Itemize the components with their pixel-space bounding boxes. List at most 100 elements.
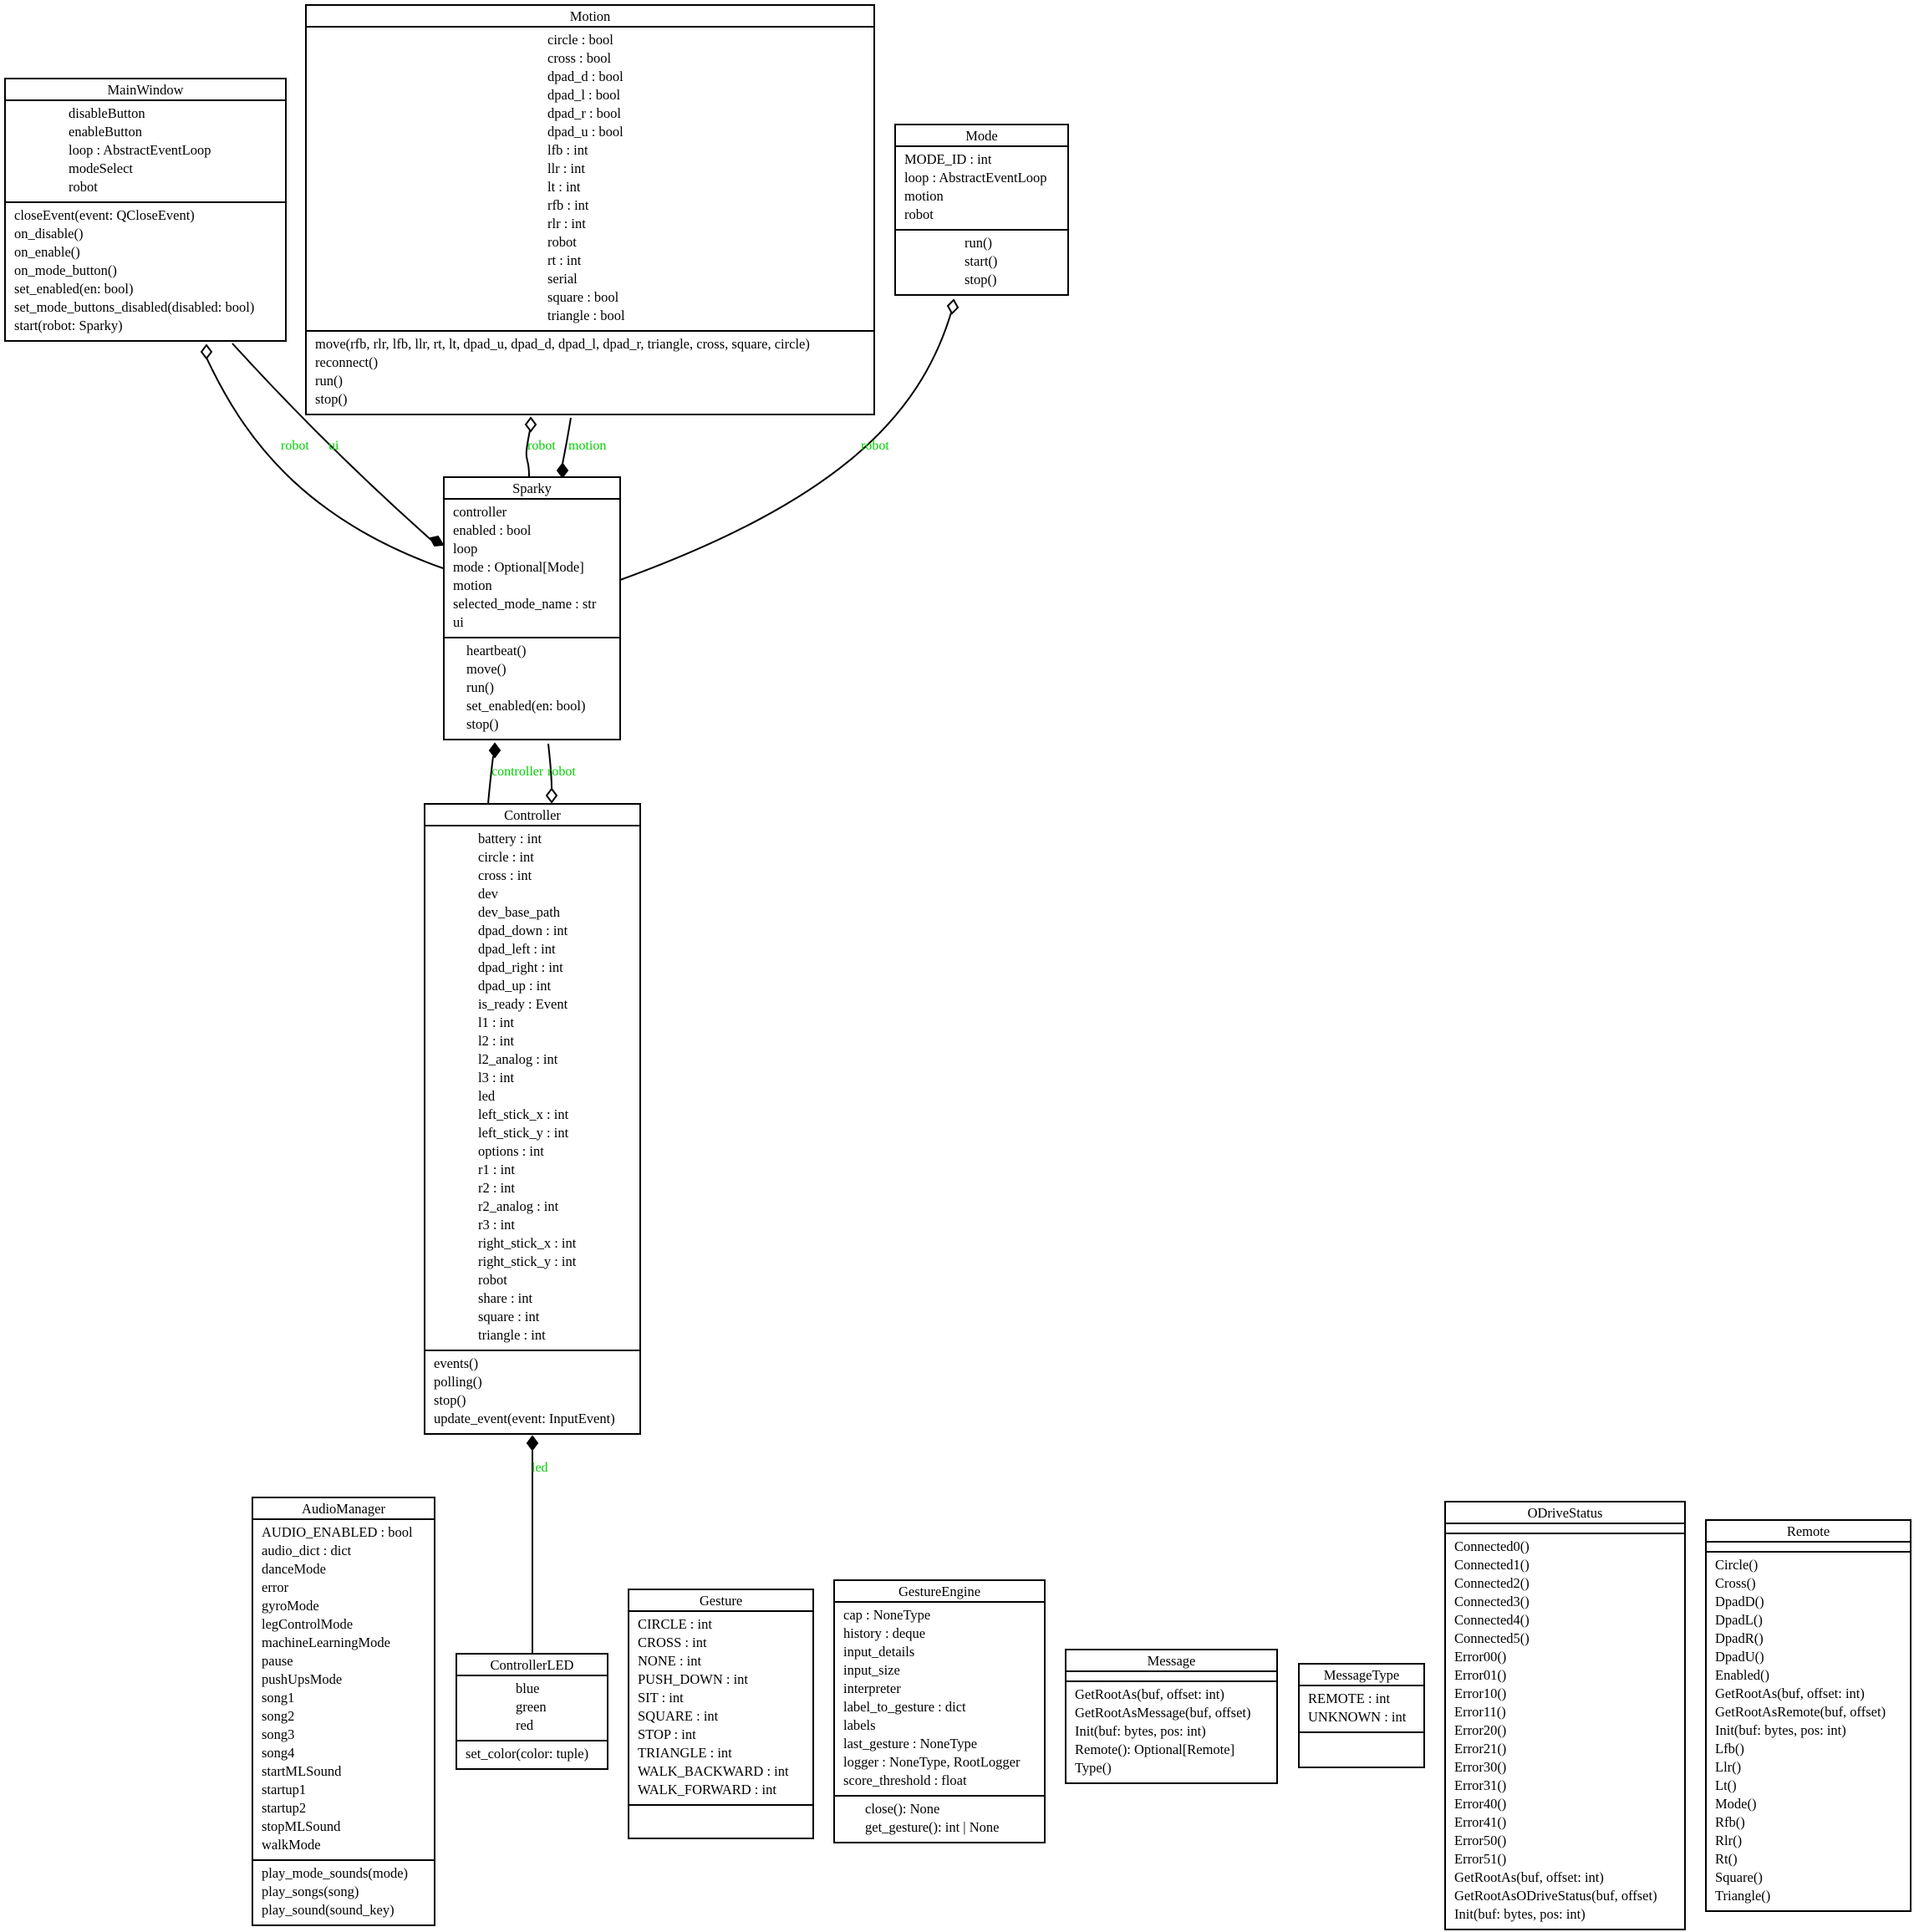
- attribute: l2 : int: [478, 1033, 515, 1049]
- attribute: dpad_left : int: [478, 941, 556, 957]
- attribute: r3 : int: [478, 1217, 515, 1233]
- attribute: dpad_up : int: [478, 978, 552, 994]
- attribute: is_ready : Event: [478, 996, 568, 1012]
- attribute: WALK_FORWARD : int: [638, 1782, 776, 1797]
- edge-controller-robot: [547, 743, 552, 790]
- attribute: circle : int: [478, 849, 534, 865]
- method: closeEvent(event: QCloseEvent): [14, 207, 195, 223]
- method: Circle(): [1715, 1557, 1759, 1573]
- method: run(): [965, 235, 992, 251]
- method: Enabled(): [1715, 1667, 1770, 1683]
- class-name: Sparky: [445, 478, 619, 500]
- method: Connected0(): [1454, 1538, 1530, 1554]
- attribute: right_stick_y : int: [478, 1253, 577, 1269]
- method: update_event(event: InputEvent): [434, 1411, 615, 1426]
- attribute: triangle : bool: [547, 308, 625, 323]
- method: Llr(): [1715, 1759, 1742, 1775]
- edge-sparky-controller: [487, 755, 494, 805]
- method: DpadU(): [1715, 1649, 1764, 1665]
- method: GetRootAs(buf, offset: int): [1715, 1685, 1865, 1701]
- aggregation-diamond: [545, 787, 558, 804]
- attribute: ui: [453, 614, 464, 630]
- attribute: AUDIO_ENABLED : bool: [262, 1524, 413, 1540]
- attribute: input_size: [843, 1662, 900, 1678]
- method-compartment: closeEvent(event: QCloseEvent)on_disable…: [6, 203, 285, 340]
- attribute: left_stick_y : int: [478, 1125, 569, 1141]
- attribute: dpad_d : bool: [547, 69, 624, 84]
- method: Error01(): [1454, 1667, 1507, 1683]
- attribute: enabled : bool: [453, 522, 532, 538]
- attribute: controller: [453, 504, 507, 520]
- attribute: robot: [904, 206, 934, 222]
- attribute: dpad_r : bool: [547, 105, 621, 121]
- attribute: square : int: [478, 1309, 540, 1324]
- method: Error31(): [1454, 1777, 1507, 1793]
- attribute: TRIANGLE : int: [638, 1745, 732, 1761]
- method-compartment: play_mode_sounds(mode)play_songs(song)pl…: [253, 1861, 434, 1924]
- method: set_color(color: tuple): [466, 1746, 589, 1762]
- method: stop(): [315, 391, 348, 407]
- method: Lfb(): [1715, 1741, 1744, 1757]
- edge-label-motion: motion: [568, 439, 607, 453]
- method: GetRootAsODriveStatus(buf, offset): [1454, 1888, 1657, 1904]
- composition-diamond: [556, 462, 569, 479]
- method-compartment: Circle()Cross()DpadD()DpadL()DpadR()Dpad…: [1707, 1553, 1910, 1910]
- attribute: robot: [69, 179, 98, 195]
- attribute: l2_analog : int: [478, 1051, 558, 1067]
- method: set_enabled(en: bool): [466, 698, 586, 714]
- attribute: SIT : int: [638, 1690, 684, 1706]
- method: run(): [466, 679, 494, 695]
- method: Remote(): Optional[Remote]: [1075, 1741, 1235, 1757]
- method: heartbeat(): [466, 643, 527, 658]
- attribute: MODE_ID : int: [904, 151, 992, 167]
- class-name: Remote: [1707, 1521, 1910, 1543]
- method: Type(): [1075, 1760, 1112, 1776]
- attribute: pause: [262, 1653, 293, 1669]
- attribute: share : int: [478, 1290, 533, 1306]
- method: Connected3(): [1454, 1594, 1530, 1609]
- method: Rlr(): [1715, 1833, 1743, 1848]
- method: DpadD(): [1715, 1594, 1764, 1609]
- attribute: disableButton: [69, 105, 145, 121]
- class-name: GestureEngine: [835, 1581, 1044, 1603]
- class-name: Motion: [307, 6, 873, 28]
- attribute: PUSH_DOWN : int: [638, 1671, 749, 1687]
- composition-diamond: [429, 535, 445, 547]
- attribute: robot: [478, 1272, 507, 1288]
- method-compartment: set_color(color: tuple): [457, 1741, 607, 1768]
- attribute: startup1: [262, 1782, 307, 1797]
- class-name: Message: [1066, 1650, 1276, 1672]
- attribute: rt : int: [547, 252, 582, 268]
- attribute: last_gesture : NoneType: [843, 1736, 978, 1752]
- method: Lt(): [1715, 1777, 1737, 1793]
- class-name: ODriveStatus: [1446, 1502, 1684, 1524]
- attribute: STOP : int: [638, 1726, 696, 1742]
- method: set_enabled(en: bool): [14, 281, 134, 297]
- method: move(rfb, rlr, lfb, llr, rt, lt, dpad_u,…: [315, 336, 810, 352]
- edge-label-ui: ui: [328, 439, 339, 453]
- method: Connected1(): [1454, 1557, 1530, 1573]
- edge-label-robot: robot: [547, 765, 576, 779]
- edge-mainwindow-robot: [206, 357, 444, 569]
- attribute: lt : int: [547, 179, 581, 195]
- method: DpadR(): [1715, 1630, 1764, 1646]
- method: Error30(): [1454, 1759, 1507, 1775]
- composition-diamond: [488, 742, 501, 759]
- method: Connected4(): [1454, 1612, 1530, 1628]
- method: Error11(): [1454, 1704, 1506, 1720]
- attribute: l1 : int: [478, 1014, 515, 1030]
- edge-mode-robot: [619, 312, 952, 581]
- attribute: left_stick_x : int: [478, 1106, 569, 1122]
- method: close(): None: [865, 1801, 940, 1817]
